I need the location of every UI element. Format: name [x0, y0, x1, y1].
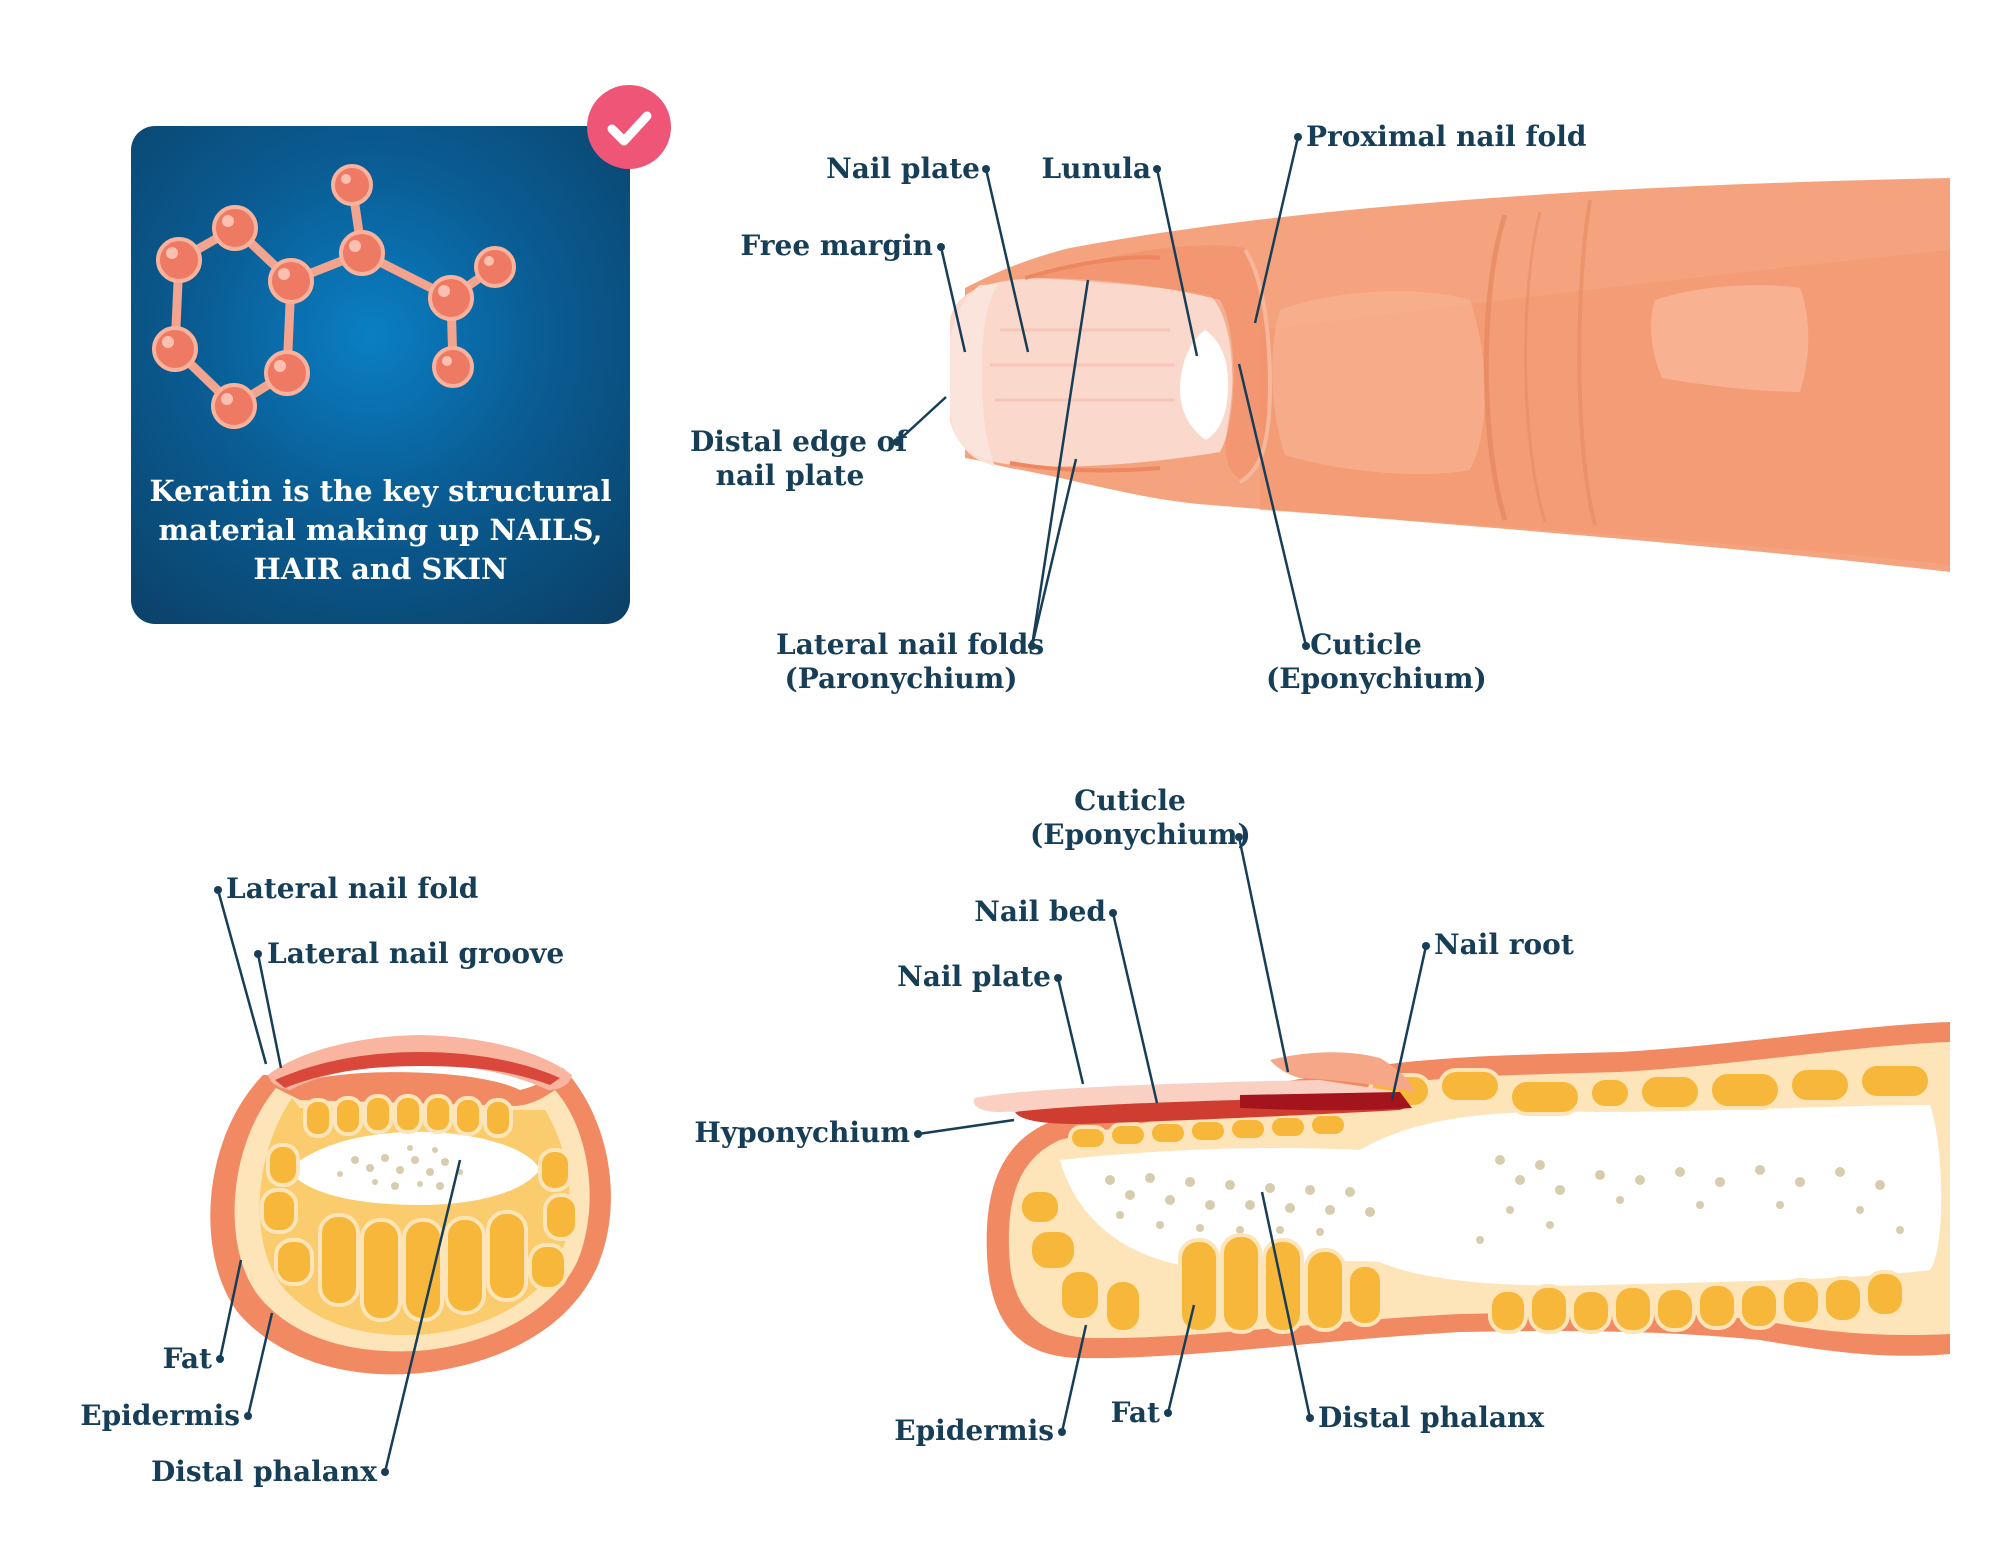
label-cuticle-side-line-2: (Eponychium) — [1030, 818, 1251, 851]
keratin-info-text: Keratin is the key structural material m… — [131, 472, 630, 589]
label-lateral-nail-folds-line-2: (Paronychium) — [784, 662, 1018, 695]
label-distal-phalanx-side: Distal phalanx — [1318, 1401, 1545, 1434]
label-fat-side: Fat — [1110, 1396, 1160, 1429]
label-cuticle-side-line-1: Cuticle — [1074, 784, 1186, 817]
label-nail-bed: Nail bed — [974, 895, 1106, 928]
nail-side-section-illustration — [973, 1022, 1950, 1359]
label-epidermis-cross: Epidermis — [80, 1399, 240, 1432]
label-distal-edge-line-1: Distal edge of — [690, 425, 908, 458]
label-distal-edge-line-2: nail plate — [715, 459, 865, 492]
nail-cross-section-illustration — [210, 1035, 611, 1375]
leader-lines — [216, 136, 1428, 1473]
info-text-line-2: material making up NAILS, — [158, 513, 603, 547]
label-free-margin: Free margin — [740, 229, 933, 262]
info-text-line-3: HAIR and SKIN — [253, 552, 508, 586]
label-epidermis-side: Epidermis — [894, 1414, 1054, 1447]
info-text-line-1: Keratin is the key structural — [149, 474, 612, 508]
check-icon — [607, 111, 652, 146]
label-hyponychium: Hyponychium — [694, 1116, 910, 1149]
label-nail-plate-side: Nail plate — [897, 960, 1051, 993]
finger-exterior-illustration — [950, 178, 1950, 572]
label-nail-plate-top: Nail plate — [826, 152, 980, 185]
check-badge — [587, 85, 671, 169]
label-distal-phalanx-cross: Distal phalanx — [150, 1455, 377, 1488]
label-fat-cross: Fat — [162, 1342, 212, 1375]
label-cuticle-side: Cuticle (Eponychium) — [1030, 784, 1251, 852]
label-lateral-nail-folds: Lateral nail folds (Paronychium) — [776, 628, 1045, 696]
keratin-info-box: Keratin is the key structural material m… — [131, 126, 630, 624]
leader-dots — [214, 133, 1430, 1476]
molecule-icon — [152, 164, 516, 429]
label-proximal-nail-fold: Proximal nail fold — [1306, 120, 1587, 153]
label-cuticle-top-line-2: (Eponychium) — [1266, 662, 1487, 695]
label-lateral-nail-fold: Lateral nail fold — [226, 872, 479, 905]
label-distal-edge: Distal edge of nail plate — [690, 425, 908, 493]
label-lateral-nail-folds-line-1: Lateral nail folds — [776, 628, 1045, 661]
label-lateral-nail-groove: Lateral nail groove — [267, 937, 565, 970]
label-lunula: Lunula — [1041, 152, 1151, 185]
label-cuticle-top-line-1: Cuticle — [1310, 628, 1422, 661]
label-nail-root: Nail root — [1434, 928, 1574, 961]
label-cuticle-top: Cuticle (Eponychium) — [1266, 628, 1487, 696]
